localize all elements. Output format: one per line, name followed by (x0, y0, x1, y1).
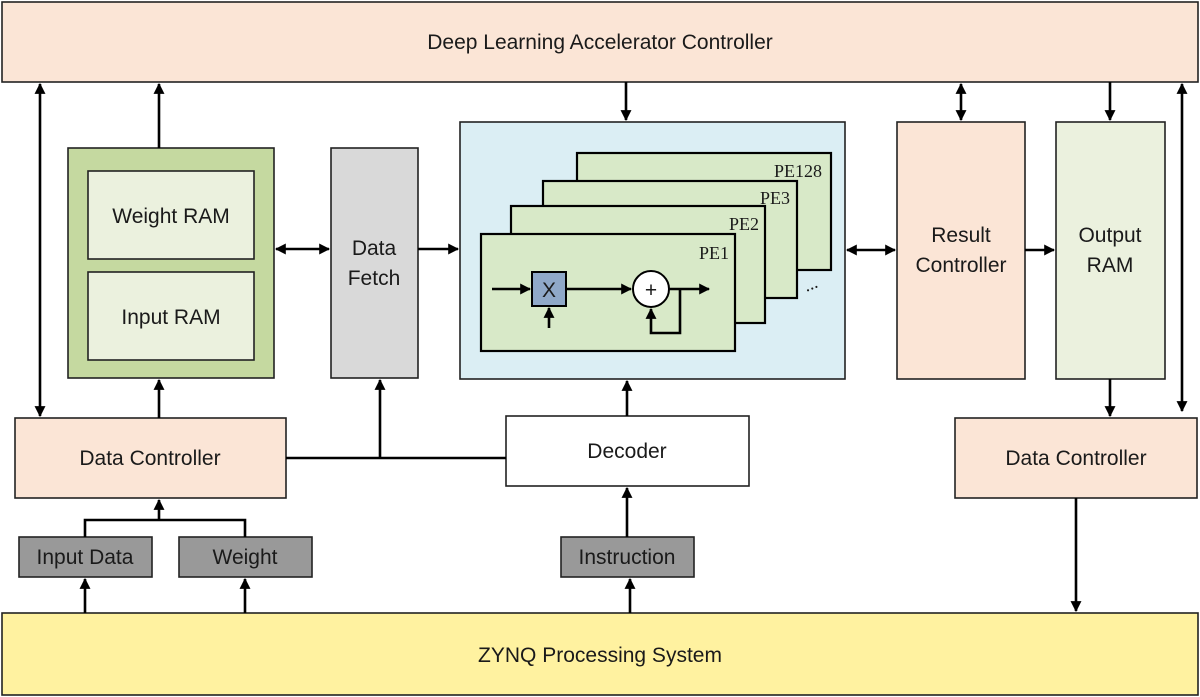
result-controller-block: Result Controller (896, 121, 1026, 380)
data-fetch-label-line2: Fetch (348, 267, 401, 290)
adder-label: + (645, 279, 657, 302)
instruction-block: Instruction (560, 536, 695, 578)
input-ram-block: Input RAM (87, 271, 255, 361)
data-fetch-block: Data Fetch (330, 147, 419, 379)
pe-array-block: PE128 PE3 PE2 PE1 X + ... (459, 121, 846, 380)
input-data-label: Input Data (37, 546, 134, 569)
result-controller-label-line2: Controller (915, 254, 1006, 277)
output-ram-label-line1: Output (1078, 224, 1141, 247)
output-ram-block: Output RAM (1055, 121, 1166, 380)
zynq-label: ZYNQ Processing System (478, 644, 722, 667)
instruction-label: Instruction (579, 546, 676, 569)
weight-block: Weight (178, 536, 313, 578)
pe-card-1: PE1 X + (479, 232, 737, 353)
pe3-label: PE3 (760, 188, 790, 208)
data-controller-left-label: Data Controller (79, 447, 220, 470)
weight-ram-label: Weight RAM (112, 205, 229, 228)
data-controller-right-label: Data Controller (1005, 447, 1146, 470)
input-data-block: Input Data (18, 536, 153, 578)
decoder-block: Decoder (505, 415, 750, 487)
output-ram-label-line2: RAM (1087, 254, 1134, 277)
input-ram-label: Input RAM (121, 306, 220, 329)
connections (34, 82, 1188, 613)
dla-controller-block: Deep Learning Accelerator Controller (1, 1, 1199, 83)
data-controller-right-block: Data Controller (954, 417, 1198, 499)
data-fetch-label-line1: Data (352, 237, 397, 260)
multiplier-label: X (542, 279, 556, 302)
ram-group-block: Weight RAM Input RAM (67, 147, 275, 379)
pe1-label: PE1 (699, 243, 729, 263)
data-controller-left-block: Data Controller (14, 417, 287, 499)
dla-controller-label: Deep Learning Accelerator Controller (427, 31, 773, 54)
decoder-label: Decoder (587, 440, 666, 463)
result-controller-label-line1: Result (931, 224, 991, 247)
multiplier-block (531, 271, 567, 307)
pe128-label: PE128 (774, 161, 822, 181)
pe2-label: PE2 (729, 214, 759, 234)
weight-label: Weight (213, 546, 278, 569)
zynq-block: ZYNQ Processing System (1, 612, 1199, 696)
weight-ram-block: Weight RAM (87, 170, 255, 260)
